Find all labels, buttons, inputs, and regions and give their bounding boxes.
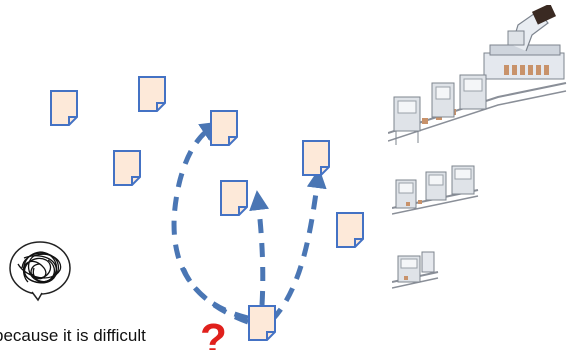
- arrow-vertical: [249, 190, 270, 306]
- production-line-icon: [392, 165, 479, 215]
- document-icon: [336, 212, 364, 248]
- production-line-icon: [392, 251, 439, 289]
- arrow-loop-left: [171, 121, 249, 321]
- robot-arm-icon: [483, 5, 565, 80]
- tangled-thought-bubble-icon: [9, 241, 71, 302]
- production-line-icon: [388, 5, 567, 145]
- document-icon: [220, 180, 248, 216]
- document-icon: [210, 110, 238, 146]
- document-icon: [138, 76, 166, 112]
- document-icon: [248, 305, 276, 341]
- document-icon: [50, 90, 78, 126]
- question-mark-icon: ?: [200, 315, 227, 350]
- document-icon: [302, 140, 330, 176]
- arrow-lower-left: [179, 264, 249, 325]
- caption-text: because it is difficult: [0, 326, 146, 345]
- document-icon: [113, 150, 141, 186]
- arrow-arc-right: [270, 168, 327, 322]
